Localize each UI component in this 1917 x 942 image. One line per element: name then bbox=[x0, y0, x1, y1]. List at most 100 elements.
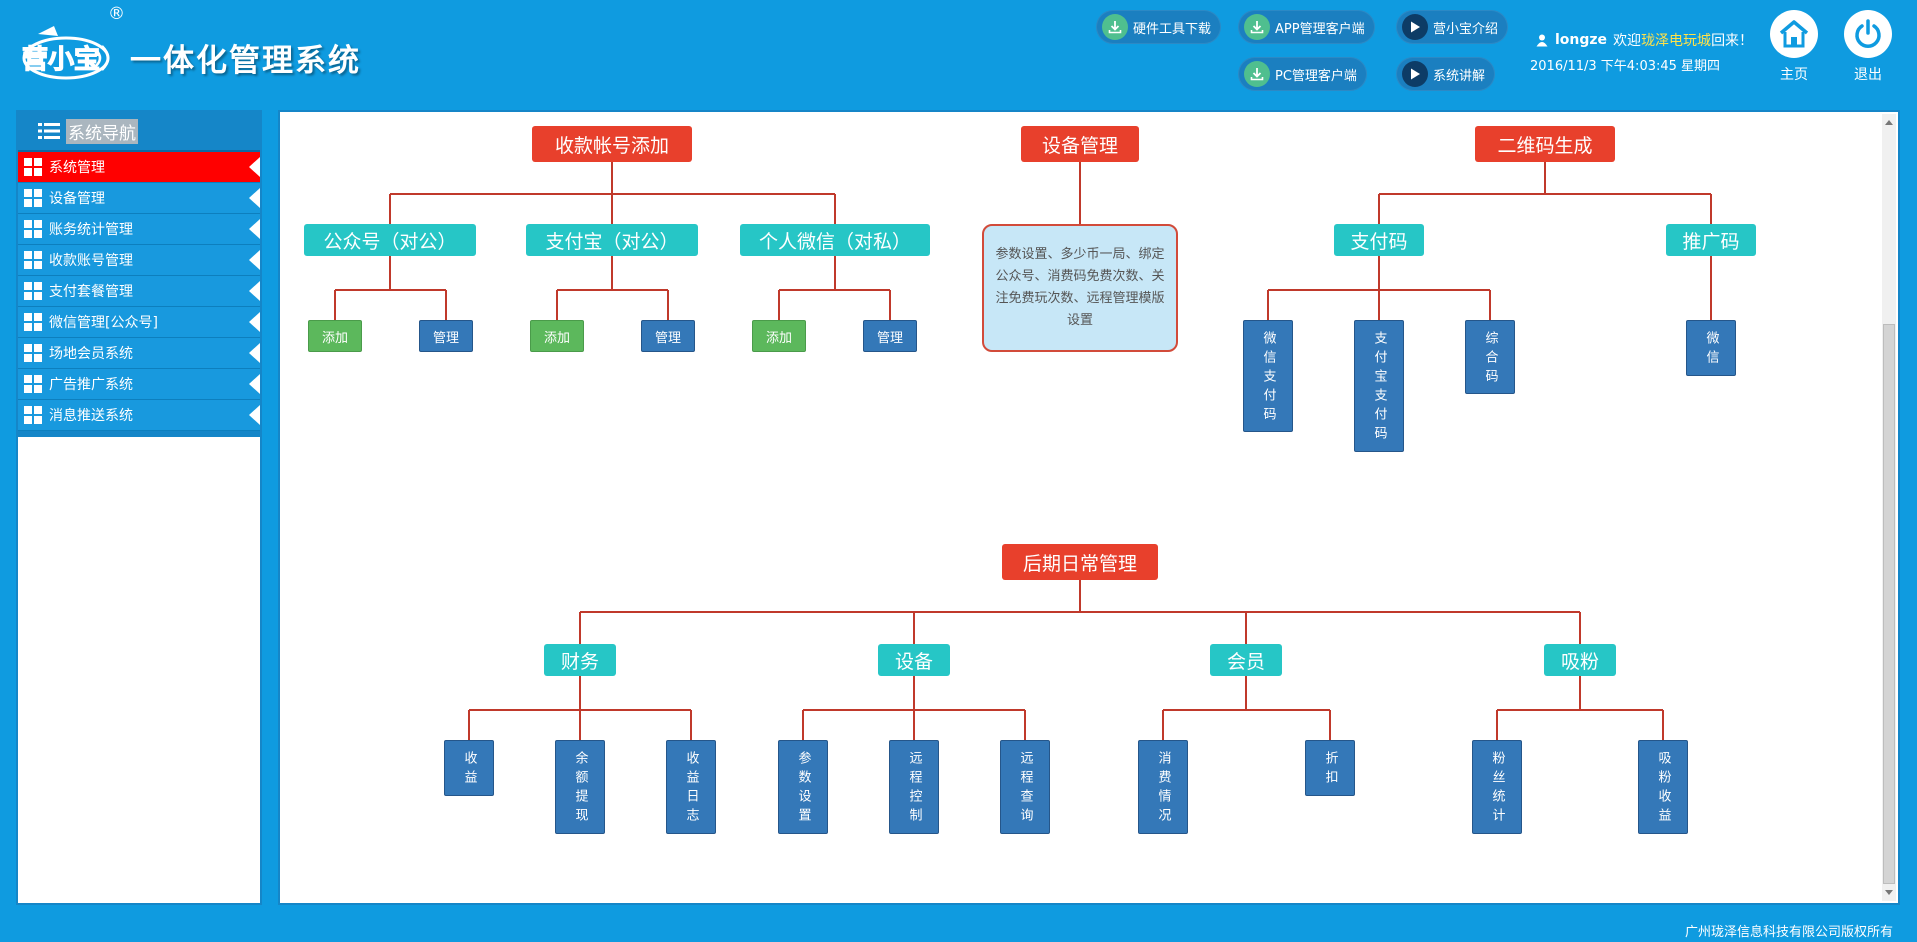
grid-icon bbox=[24, 375, 42, 393]
sidebar-item-wechat-management[interactable]: 微信管理[公众号] bbox=[18, 307, 260, 338]
personal-wechat-node[interactable]: 个人微信（对私） bbox=[740, 224, 930, 256]
header: 营小宝 ® 一体化管理系统 硬件工具下载 APP管理客户端 营小宝介绍 PC管理… bbox=[0, 0, 1917, 98]
sidebar-item-payment-packages[interactable]: 支付套餐管理 bbox=[18, 276, 260, 307]
system-explanation-button[interactable]: 系统讲解 bbox=[1396, 57, 1496, 91]
fan-statistics-button[interactable]: 粉丝统计 bbox=[1472, 740, 1522, 834]
current-datetime: 2016/11/3 下午4:03:45 星期四 bbox=[1530, 59, 1721, 74]
system-explanation-label: 系统讲解 bbox=[1433, 68, 1486, 84]
grid-icon bbox=[24, 158, 42, 176]
welcome-suffix: 回来！ bbox=[1711, 33, 1754, 49]
revenue-button[interactable]: 收益 bbox=[444, 740, 494, 796]
app-client-download-button[interactable]: APP管理客户端 bbox=[1238, 10, 1375, 44]
fans-node[interactable]: 吸粉 bbox=[1544, 644, 1616, 676]
home-button[interactable]: 主页 bbox=[1768, 10, 1820, 84]
parameter-settings-button[interactable]: 参数设置 bbox=[778, 740, 828, 834]
logout-label: 退出 bbox=[1854, 67, 1882, 83]
personal-wechat-add-button[interactable]: 添加 bbox=[752, 320, 806, 352]
finance-node[interactable]: 财务 bbox=[544, 644, 616, 676]
download-icon bbox=[1244, 14, 1270, 40]
wechat-pay-code-button[interactable]: 微信支付码 bbox=[1243, 320, 1293, 432]
intro-video-button[interactable]: 营小宝介绍 bbox=[1396, 10, 1509, 44]
alipay-add-button[interactable]: 添加 bbox=[530, 320, 584, 352]
remote-query-button[interactable]: 远程查询 bbox=[1000, 740, 1050, 834]
device-management-description: 参数设置、多少币一局、绑定公众号、消费码免费次数、关注免费玩次数、远程管理模版设… bbox=[982, 224, 1178, 352]
hardware-tools-download-label: 硬件工具下载 bbox=[1133, 21, 1212, 37]
copyright-text: 广州珑泽信息科技有限公司版权所有 bbox=[1684, 925, 1893, 940]
user-icon bbox=[1536, 34, 1548, 47]
promo-wechat-button[interactable]: 微信 bbox=[1686, 320, 1736, 376]
sidebar-item-label: 设备管理 bbox=[49, 191, 105, 207]
sidebar-item-venue-members[interactable]: 场地会员系统 bbox=[18, 338, 260, 369]
pc-client-download-button[interactable]: PC管理客户端 bbox=[1238, 57, 1367, 91]
device-node[interactable]: 设备 bbox=[878, 644, 950, 676]
sidebar-footer-bar bbox=[18, 431, 260, 437]
daily-management-title[interactable]: 后期日常管理 bbox=[1002, 544, 1158, 580]
vertical-scrollbar[interactable] bbox=[1882, 114, 1896, 901]
store-name: 珑泽电玩城 bbox=[1641, 33, 1712, 49]
grid-icon bbox=[24, 313, 42, 331]
sidebar-item-label: 支付套餐管理 bbox=[49, 284, 133, 300]
logo-text: 营小宝 bbox=[22, 44, 100, 75]
sidebar: 系统导航 系统管理 设备管理 账务统计管理 收款账号管理 支付套餐管理 微信管理… bbox=[16, 110, 262, 905]
consumption-status-button[interactable]: 消费情况 bbox=[1138, 740, 1188, 834]
hardware-tools-download-button[interactable]: 硬件工具下载 bbox=[1096, 10, 1222, 44]
username: longze bbox=[1555, 32, 1608, 48]
public-account-add-button[interactable]: 添加 bbox=[308, 320, 362, 352]
account-add-title[interactable]: 收款帐号添加 bbox=[532, 126, 692, 162]
personal-wechat-manage-button[interactable]: 管理 bbox=[863, 320, 917, 352]
registered-mark: ® bbox=[108, 4, 125, 24]
grid-icon bbox=[24, 344, 42, 362]
promo-code-node[interactable]: 推广码 bbox=[1666, 224, 1756, 256]
device-management-title[interactable]: 设备管理 bbox=[1021, 126, 1139, 162]
grid-icon bbox=[24, 189, 42, 207]
scroll-down-icon[interactable] bbox=[1885, 890, 1893, 895]
sidebar-title: 系统导航 bbox=[66, 118, 138, 144]
sidebar-item-message-push[interactable]: 消息推送系统 bbox=[18, 400, 260, 431]
power-icon bbox=[1844, 10, 1892, 58]
list-icon bbox=[38, 123, 60, 139]
home-icon bbox=[1770, 10, 1818, 58]
grid-icon bbox=[24, 220, 42, 238]
download-icon bbox=[1102, 14, 1128, 40]
alipay-account-node[interactable]: 支付宝（对公） bbox=[526, 224, 698, 256]
app-title: 一体化管理系统 bbox=[130, 43, 361, 79]
download-icon bbox=[1244, 61, 1270, 87]
app-client-download-label: APP管理客户端 bbox=[1275, 21, 1365, 37]
fan-revenue-button[interactable]: 吸粉收益 bbox=[1638, 740, 1688, 834]
scrollbar-thumb[interactable] bbox=[1883, 324, 1895, 884]
public-account-node[interactable]: 公众号（对公） bbox=[304, 224, 476, 256]
sidebar-item-label: 系统管理 bbox=[49, 160, 105, 176]
sidebar-item-payment-accounts[interactable]: 收款账号管理 bbox=[18, 245, 260, 276]
grid-icon bbox=[24, 406, 42, 424]
sidebar-item-label: 账务统计管理 bbox=[49, 222, 133, 238]
sidebar-item-label: 消息推送系统 bbox=[49, 408, 133, 424]
sidebar-item-accounting-stats[interactable]: 账务统计管理 bbox=[18, 214, 260, 245]
main-content: 收款帐号添加 公众号（对公） 支付宝（对公） 个人微信（对私） 添加 管理 添加… bbox=[278, 110, 1900, 905]
footer: 广州珑泽信息科技有限公司版权所有 bbox=[0, 915, 1917, 942]
remote-control-button[interactable]: 远程控制 bbox=[889, 740, 939, 834]
logout-button[interactable]: 退出 bbox=[1842, 10, 1894, 84]
combined-code-button[interactable]: 综合码 bbox=[1465, 320, 1515, 394]
logo-icon: 营小宝 bbox=[21, 26, 110, 80]
diagram-connectors bbox=[334, 162, 1712, 740]
qrcode-generate-title[interactable]: 二维码生成 bbox=[1475, 126, 1615, 162]
play-icon bbox=[1402, 61, 1428, 87]
grid-icon bbox=[24, 282, 42, 300]
grid-icon bbox=[24, 251, 42, 269]
sidebar-item-label: 广告推广系统 bbox=[49, 377, 133, 393]
play-icon bbox=[1402, 14, 1428, 40]
sidebar-item-label: 收款账号管理 bbox=[49, 253, 133, 269]
public-account-manage-button[interactable]: 管理 bbox=[419, 320, 473, 352]
sidebar-item-system-management[interactable]: 系统管理 bbox=[18, 152, 260, 183]
member-node[interactable]: 会员 bbox=[1210, 644, 1282, 676]
sidebar-item-ad-promotion[interactable]: 广告推广系统 bbox=[18, 369, 260, 400]
alipay-pay-code-button[interactable]: 支付宝支付码 bbox=[1354, 320, 1404, 452]
alipay-manage-button[interactable]: 管理 bbox=[641, 320, 695, 352]
discount-button[interactable]: 折扣 bbox=[1305, 740, 1355, 796]
intro-video-label: 营小宝介绍 bbox=[1433, 21, 1499, 37]
sidebar-item-device-management[interactable]: 设备管理 bbox=[18, 183, 260, 214]
balance-withdraw-button[interactable]: 余额提现 bbox=[555, 740, 605, 834]
revenue-log-button[interactable]: 收益日志 bbox=[666, 740, 716, 834]
scroll-up-icon[interactable] bbox=[1885, 120, 1893, 125]
pay-code-node[interactable]: 支付码 bbox=[1334, 224, 1424, 256]
